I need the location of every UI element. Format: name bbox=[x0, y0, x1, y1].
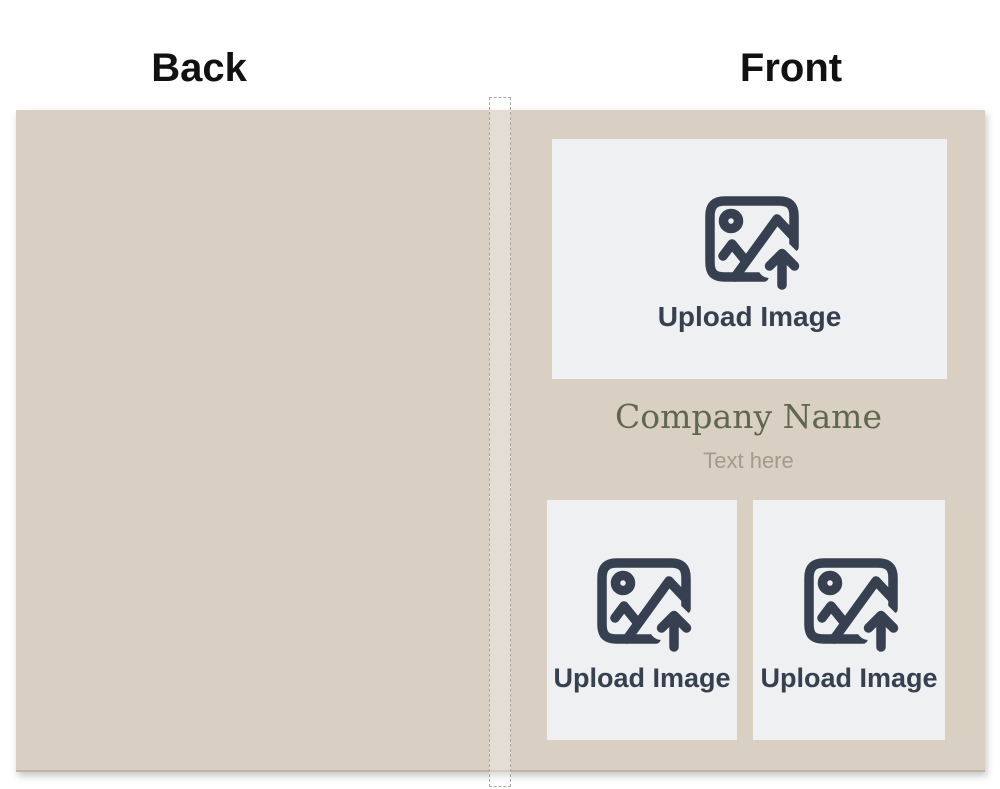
upload-image-label: Upload Image bbox=[553, 662, 731, 693]
front-cover-area: Upload Image Company Name Text here Uplo… bbox=[512, 110, 985, 770]
back-cover-title: Back bbox=[151, 46, 247, 90]
card-canvas: Upload Image Company Name Text here Uplo… bbox=[16, 110, 985, 772]
spine-fold-line bbox=[489, 97, 511, 787]
back-cover-area[interactable] bbox=[16, 110, 490, 770]
upload-image-label: Upload Image bbox=[657, 301, 842, 332]
upload-image-button-bottom-left[interactable]: Upload Image bbox=[547, 500, 737, 740]
upload-image-button-main[interactable]: Upload Image bbox=[552, 139, 947, 379]
image-upload-icon bbox=[704, 196, 806, 297]
image-upload-icon bbox=[597, 557, 699, 659]
upload-image-button-bottom-right[interactable]: Upload Image bbox=[753, 500, 945, 740]
upload-image-label: Upload Image bbox=[760, 662, 938, 693]
front-cover-title: Front bbox=[739, 46, 843, 90]
text-placeholder[interactable]: Text here bbox=[703, 448, 794, 473]
company-name-text[interactable]: Company Name bbox=[615, 397, 882, 436]
image-upload-icon bbox=[804, 557, 906, 659]
